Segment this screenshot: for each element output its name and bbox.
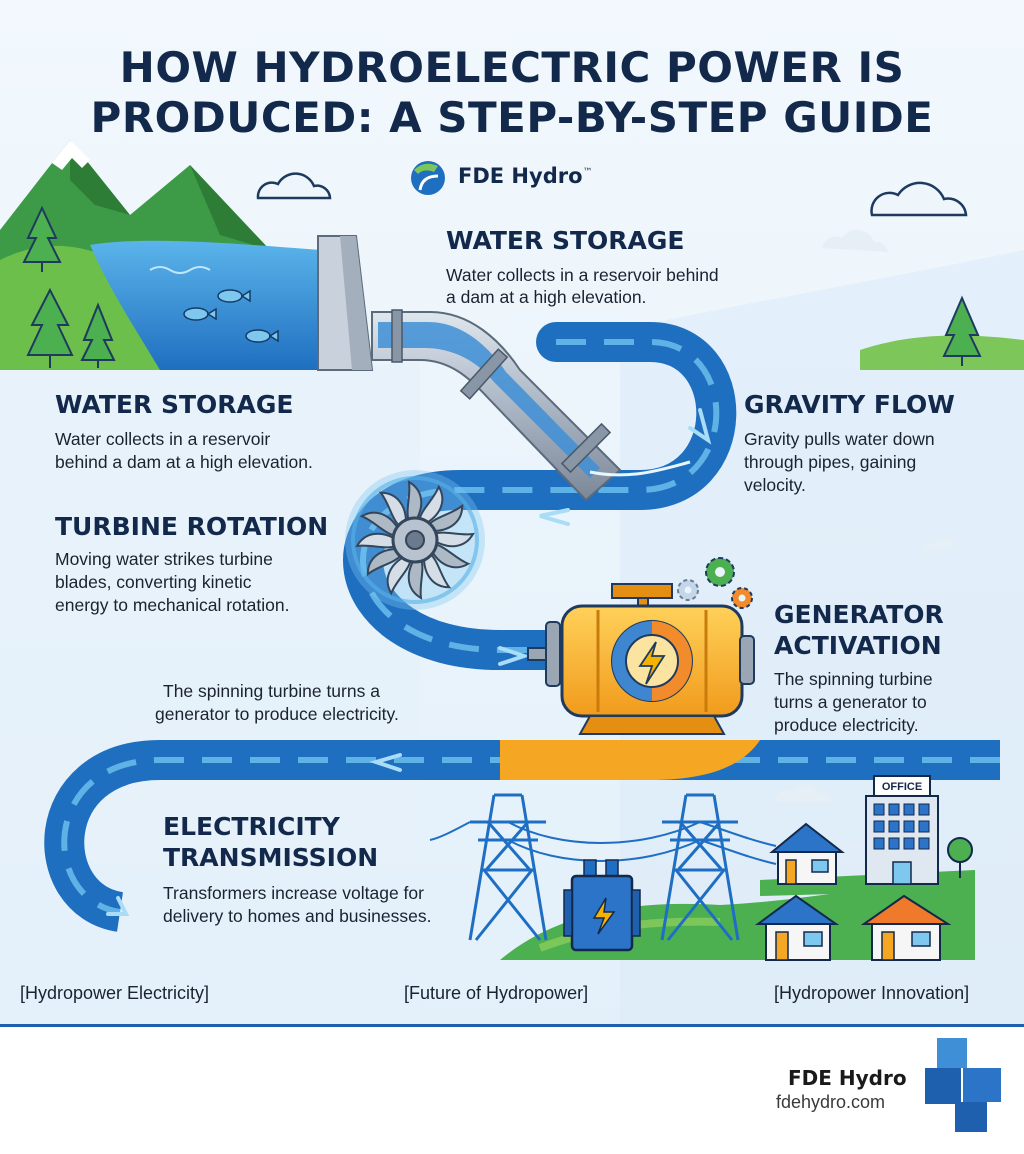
gear-icon	[731, 587, 753, 609]
gravity-flow-heading: GRAVITY FLOW	[744, 390, 955, 419]
office-window	[873, 820, 885, 833]
office-window	[903, 837, 915, 850]
office-window	[888, 803, 900, 816]
penstock-pipe-icon	[371, 309, 691, 502]
turbine-blade	[417, 484, 444, 526]
electricity-transmission-heading-1: ELECTRICITY	[163, 812, 340, 841]
footer-logo-icon	[925, 1038, 1001, 1132]
fish-icon	[217, 289, 251, 303]
trademark-mark: ™	[582, 167, 593, 178]
office-window	[903, 803, 915, 816]
office-window	[888, 820, 900, 833]
water-storage-heading: WATER STORAGE	[55, 390, 294, 419]
link-hydropower-electricity[interactable]: [Hydropower Electricity]	[20, 983, 210, 1003]
turbine-blade	[406, 480, 423, 523]
office-window	[888, 837, 900, 850]
water-storage-top-line2: a dam at a high elevation.	[446, 287, 647, 307]
generator-activation-heading-1: GENERATOR	[774, 600, 944, 629]
transmission-tower-icon	[660, 793, 740, 941]
fish-icon	[183, 307, 217, 321]
page-title-line-1: HOW HYDROELECTRIC POWER IS	[119, 43, 905, 92]
house-icon	[860, 894, 952, 961]
electricity-transmission-line1: Transformers increase voltage for	[163, 883, 424, 903]
page-title-line-2: PRODUCED: A STEP-BY-STEP GUIDE	[90, 93, 934, 142]
turbine-rotation-line3: energy to mechanical rotation.	[55, 595, 290, 615]
generator-activation-line2: turns a generator to	[774, 692, 927, 712]
house-icon	[769, 822, 845, 885]
fish-icon	[245, 329, 279, 343]
brand-name-text: FDE Hydro	[458, 164, 583, 188]
turbine-blade	[366, 547, 404, 577]
footer-brand-name: FDE Hydro	[788, 1066, 907, 1090]
office-window	[873, 837, 885, 850]
tree-icon	[947, 837, 973, 878]
pine-tree-icon	[942, 295, 982, 366]
gravity-flow-line3: velocity.	[744, 475, 806, 495]
office-sign: OFFICE	[882, 781, 922, 793]
turbine-blade	[422, 551, 452, 589]
hill	[860, 335, 1024, 370]
office-window	[918, 837, 930, 850]
footer-url[interactable]: fdehydro.com	[776, 1092, 886, 1112]
brand-logo-icon	[411, 161, 445, 195]
generator-activation-heading-2: ACTIVATION	[774, 631, 942, 660]
generator-caption-line2: generator to produce electricity.	[155, 704, 399, 724]
brand-name: FDE Hydro™	[458, 164, 593, 188]
transmission-tower-icon	[468, 793, 548, 941]
turbine-rotation-heading: TURBINE ROTATION	[55, 512, 329, 541]
turbine-blade	[378, 491, 408, 529]
turbine-blade	[359, 511, 401, 538]
gear-icon	[705, 557, 735, 587]
water-storage-top-heading: WATER STORAGE	[446, 226, 685, 255]
pine-tree-icon	[26, 287, 74, 368]
cloud-icon	[822, 229, 888, 252]
turbine-icon	[345, 470, 485, 610]
link-hydropower-innovation[interactable]: [Hydropower Innovation]	[774, 983, 970, 1003]
office-building-icon: OFFICE	[865, 775, 939, 885]
turbine-blade	[386, 554, 413, 596]
office-window	[918, 803, 930, 816]
cloud-icon	[774, 784, 832, 802]
gravity-flow-line1: Gravity pulls water down	[744, 429, 935, 449]
turbine-blade	[429, 542, 471, 569]
electricity-transmission-heading-2: TRANSMISSION	[163, 843, 379, 872]
footer-background	[0, 1027, 1024, 1154]
office-window	[918, 820, 930, 833]
turbine-rotation-line1: Moving water strikes turbine	[55, 549, 273, 569]
divider-line	[0, 1024, 1024, 1027]
water-storage-line2: behind a dam at a high elevation.	[55, 452, 313, 472]
pine-tree-icon	[80, 302, 116, 368]
cloud-icon	[920, 537, 956, 552]
turbine-blade	[432, 531, 475, 548]
generator-activation-line1: The spinning turbine	[774, 669, 933, 689]
turbine-blade	[355, 532, 398, 549]
flow-arrow-icon	[106, 408, 712, 916]
electricity-transmission-line2: delivery to homes and businesses.	[163, 906, 432, 926]
link-future-of-hydropower[interactable]: [Future of Hydropower]	[404, 983, 589, 1003]
cloud-icon	[870, 181, 968, 217]
dam-icon	[317, 235, 374, 371]
generator-caption-line1: The spinning turbine turns a	[163, 681, 380, 701]
water-storage-line1: Water collects in a reservoir	[55, 429, 271, 449]
turbine-blade	[407, 557, 424, 600]
transformer-icon	[563, 859, 641, 952]
water-storage-top-line1: Water collects in a reservoir behind	[446, 265, 719, 285]
office-window	[873, 803, 885, 816]
gravity-flow-line2: through pipes, gaining	[744, 452, 917, 472]
lightning-icon	[638, 641, 666, 685]
turbine-blade	[426, 503, 464, 533]
cloud-icon	[256, 172, 332, 200]
pine-tree-icon	[22, 205, 62, 272]
turbine-rotation-line2: blades, converting kinetic	[55, 572, 252, 592]
office-window	[903, 820, 915, 833]
house-icon	[754, 894, 840, 961]
gear-icon	[677, 579, 699, 601]
generator-activation-line3: produce electricity.	[774, 715, 919, 735]
